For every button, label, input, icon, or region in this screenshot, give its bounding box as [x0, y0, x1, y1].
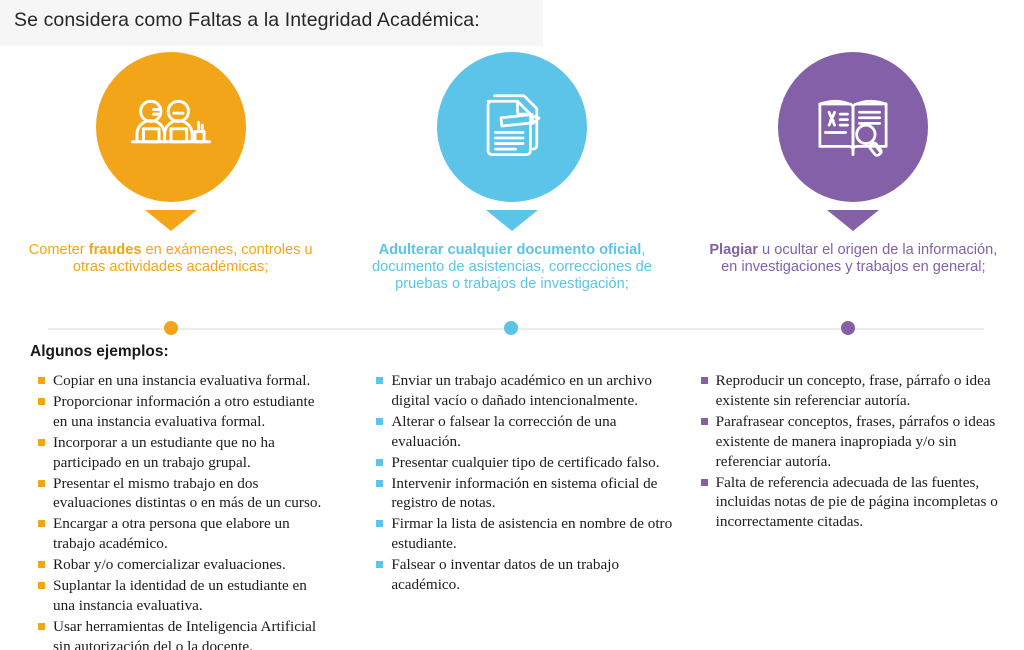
list-item: Parafrasear conceptos, frases, párrafos …	[700, 412, 1014, 472]
caption-1-pre: Cometer	[28, 242, 89, 258]
caption-3-bold: Plagiar	[709, 242, 758, 258]
caption-2-bold: Adulterar cualquier documento oficial	[378, 242, 642, 258]
list-item: Alterar o falsear la corrección de una e…	[376, 412, 672, 452]
badge-circle-blue	[436, 52, 587, 202]
list-item: Presentar cualquier tipo de certificado …	[376, 453, 672, 473]
bullet-square-icon	[700, 377, 708, 384]
badge-cards-row: Cometer fraudes en exámenes, controles u…	[0, 52, 1024, 317]
list-item: Falsear o inventar datos de un trabajo a…	[376, 555, 672, 595]
badge-arrow-orange	[144, 210, 197, 231]
caption-1-bold: fraudes	[88, 242, 142, 258]
list-item: Reproducir un concepto, frase, párrafo o…	[700, 371, 1014, 411]
bullet-square-icon	[376, 417, 384, 425]
list-item: Proporcionar información a otro estudian…	[38, 392, 331, 432]
caption-3: Plagiar u ocultar el origen de la inform…	[703, 242, 1003, 276]
list-item-label: Firmar la lista de asistencia en nombre …	[391, 515, 673, 553]
badge-circle-orange	[95, 52, 246, 202]
bullet-list-1: Copiar en una instancia evaluativa forma…	[38, 371, 331, 650]
bullet-square-icon	[38, 622, 45, 630]
examples-list-adulterar: Enviar un trabajo académico en un archiv…	[341, 371, 682, 650]
list-item-label: Reproducir un concepto, frase, párrafo o…	[715, 372, 991, 409]
list-item: Presentar el mismo trabajo en dos evalua…	[38, 474, 331, 514]
caption-1-post: en exámenes, controles u otras actividad…	[72, 242, 313, 276]
badge-circle-purple	[778, 52, 929, 202]
badge-arrow-purple	[827, 210, 880, 231]
bullet-square-icon	[376, 520, 384, 528]
bullet-square-icon	[700, 417, 708, 425]
card-adulterar: Adulterar cualquier documento oficial, d…	[341, 52, 682, 317]
caption-1: Cometer fraudes en exámenes, controles u…	[21, 242, 321, 276]
caption-3-post: u ocultar el origen de la información, e…	[721, 242, 998, 276]
list-item: Copiar en una instancia evaluativa forma…	[38, 371, 331, 391]
list-item: Falta de referencia adecuada de las fuen…	[700, 473, 1014, 533]
bullet-square-icon	[376, 479, 384, 487]
open-book-magnifier-icon	[818, 99, 888, 157]
list-item: Incorporar a un estudiante que no ha par…	[38, 433, 331, 473]
list-item: Intervenir información en sistema oficia…	[376, 474, 672, 514]
bullet-square-icon	[376, 377, 384, 384]
list-item-label: Usar herramientas de Inteligencia Artifi…	[53, 617, 317, 650]
bullet-square-icon	[38, 397, 45, 405]
divider-dot-blue	[504, 321, 518, 335]
list-item-label: Suplantar la identidad de un estudiante …	[53, 577, 307, 614]
divider-dot-orange	[164, 321, 178, 335]
list-item-label: Encargar a otra persona que elabore un t…	[53, 515, 290, 553]
badge-1	[95, 52, 246, 231]
list-item-label: Presentar cualquier tipo de certificado …	[391, 453, 660, 471]
list-item-label: Enviar un trabajo académico en un archiv…	[391, 372, 652, 409]
bullet-square-icon	[38, 561, 45, 569]
card-fraudes: Cometer fraudes en exámenes, controles u…	[0, 52, 341, 317]
bullet-list-2: Enviar un trabajo académico en un archiv…	[376, 371, 672, 595]
bullet-square-icon	[700, 478, 708, 486]
bullet-square-icon	[38, 377, 45, 384]
page-title: Se considera como Faltas a la Integridad…	[14, 9, 480, 31]
list-item: Firmar la lista de asistencia en nombre …	[376, 514, 672, 554]
list-item: Encargar a otra persona que elabore un t…	[38, 514, 331, 554]
badge-3	[778, 52, 929, 231]
examples-heading: Algunos ejemplos:	[30, 343, 169, 360]
list-item-label: Falta de referencia adecuada de las fuen…	[715, 473, 998, 531]
caption-2: Adulterar cualquier documento oficial, d…	[362, 242, 662, 294]
bullet-list-3: Reproducir un concepto, frase, párrafo o…	[700, 371, 1014, 533]
list-item: Usar herramientas de Inteligencia Artifi…	[38, 617, 331, 650]
list-item-label: Alterar o falsear la corrección de una e…	[391, 412, 617, 450]
list-item-label: Parafrasear conceptos, frases, párrafos …	[715, 412, 996, 470]
bullet-square-icon	[376, 561, 384, 569]
list-item-label: Proporcionar información a otro estudian…	[53, 392, 315, 430]
list-item-label: Intervenir información en sistema oficia…	[391, 474, 658, 512]
list-item-label: Robar y/o comercializar evaluaciones.	[53, 556, 286, 574]
bullet-square-icon	[376, 458, 384, 466]
examples-list-fraudes: Copiar en una instancia evaluativa forma…	[0, 371, 341, 650]
bullet-square-icon	[38, 520, 45, 528]
two-people-at-desk-icon	[130, 99, 211, 144]
list-item-label: Incorporar a un estudiante que no ha par…	[53, 433, 275, 471]
bullet-square-icon	[38, 438, 45, 446]
examples-lists-row: Copiar en una instancia evaluativa forma…	[0, 371, 1024, 650]
examples-list-plagiar: Reproducir un concepto, frase, párrafo o…	[683, 371, 1024, 650]
divider-dot-purple	[841, 321, 855, 335]
header-band	[0, 0, 543, 46]
bullet-square-icon	[38, 479, 45, 487]
card-plagiar: Plagiar u ocultar el origen de la inform…	[683, 52, 1024, 317]
caption-2-post: , documento de asistencias, correcciones…	[372, 242, 652, 293]
document-pencil-icon	[486, 94, 541, 156]
badge-2	[436, 52, 587, 231]
list-item: Robar y/o comercializar evaluaciones.	[38, 555, 331, 575]
badge-arrow-blue	[485, 210, 538, 231]
list-item: Suplantar la identidad de un estudiante …	[38, 576, 331, 616]
list-item-label: Falsear o inventar datos de un trabajo a…	[391, 556, 620, 594]
bullet-square-icon	[38, 582, 45, 590]
list-item-label: Presentar el mismo trabajo en dos evalua…	[53, 474, 322, 512]
list-item-label: Copiar en una instancia evaluativa forma…	[53, 372, 311, 389]
list-item: Enviar un trabajo académico en un archiv…	[376, 371, 672, 411]
